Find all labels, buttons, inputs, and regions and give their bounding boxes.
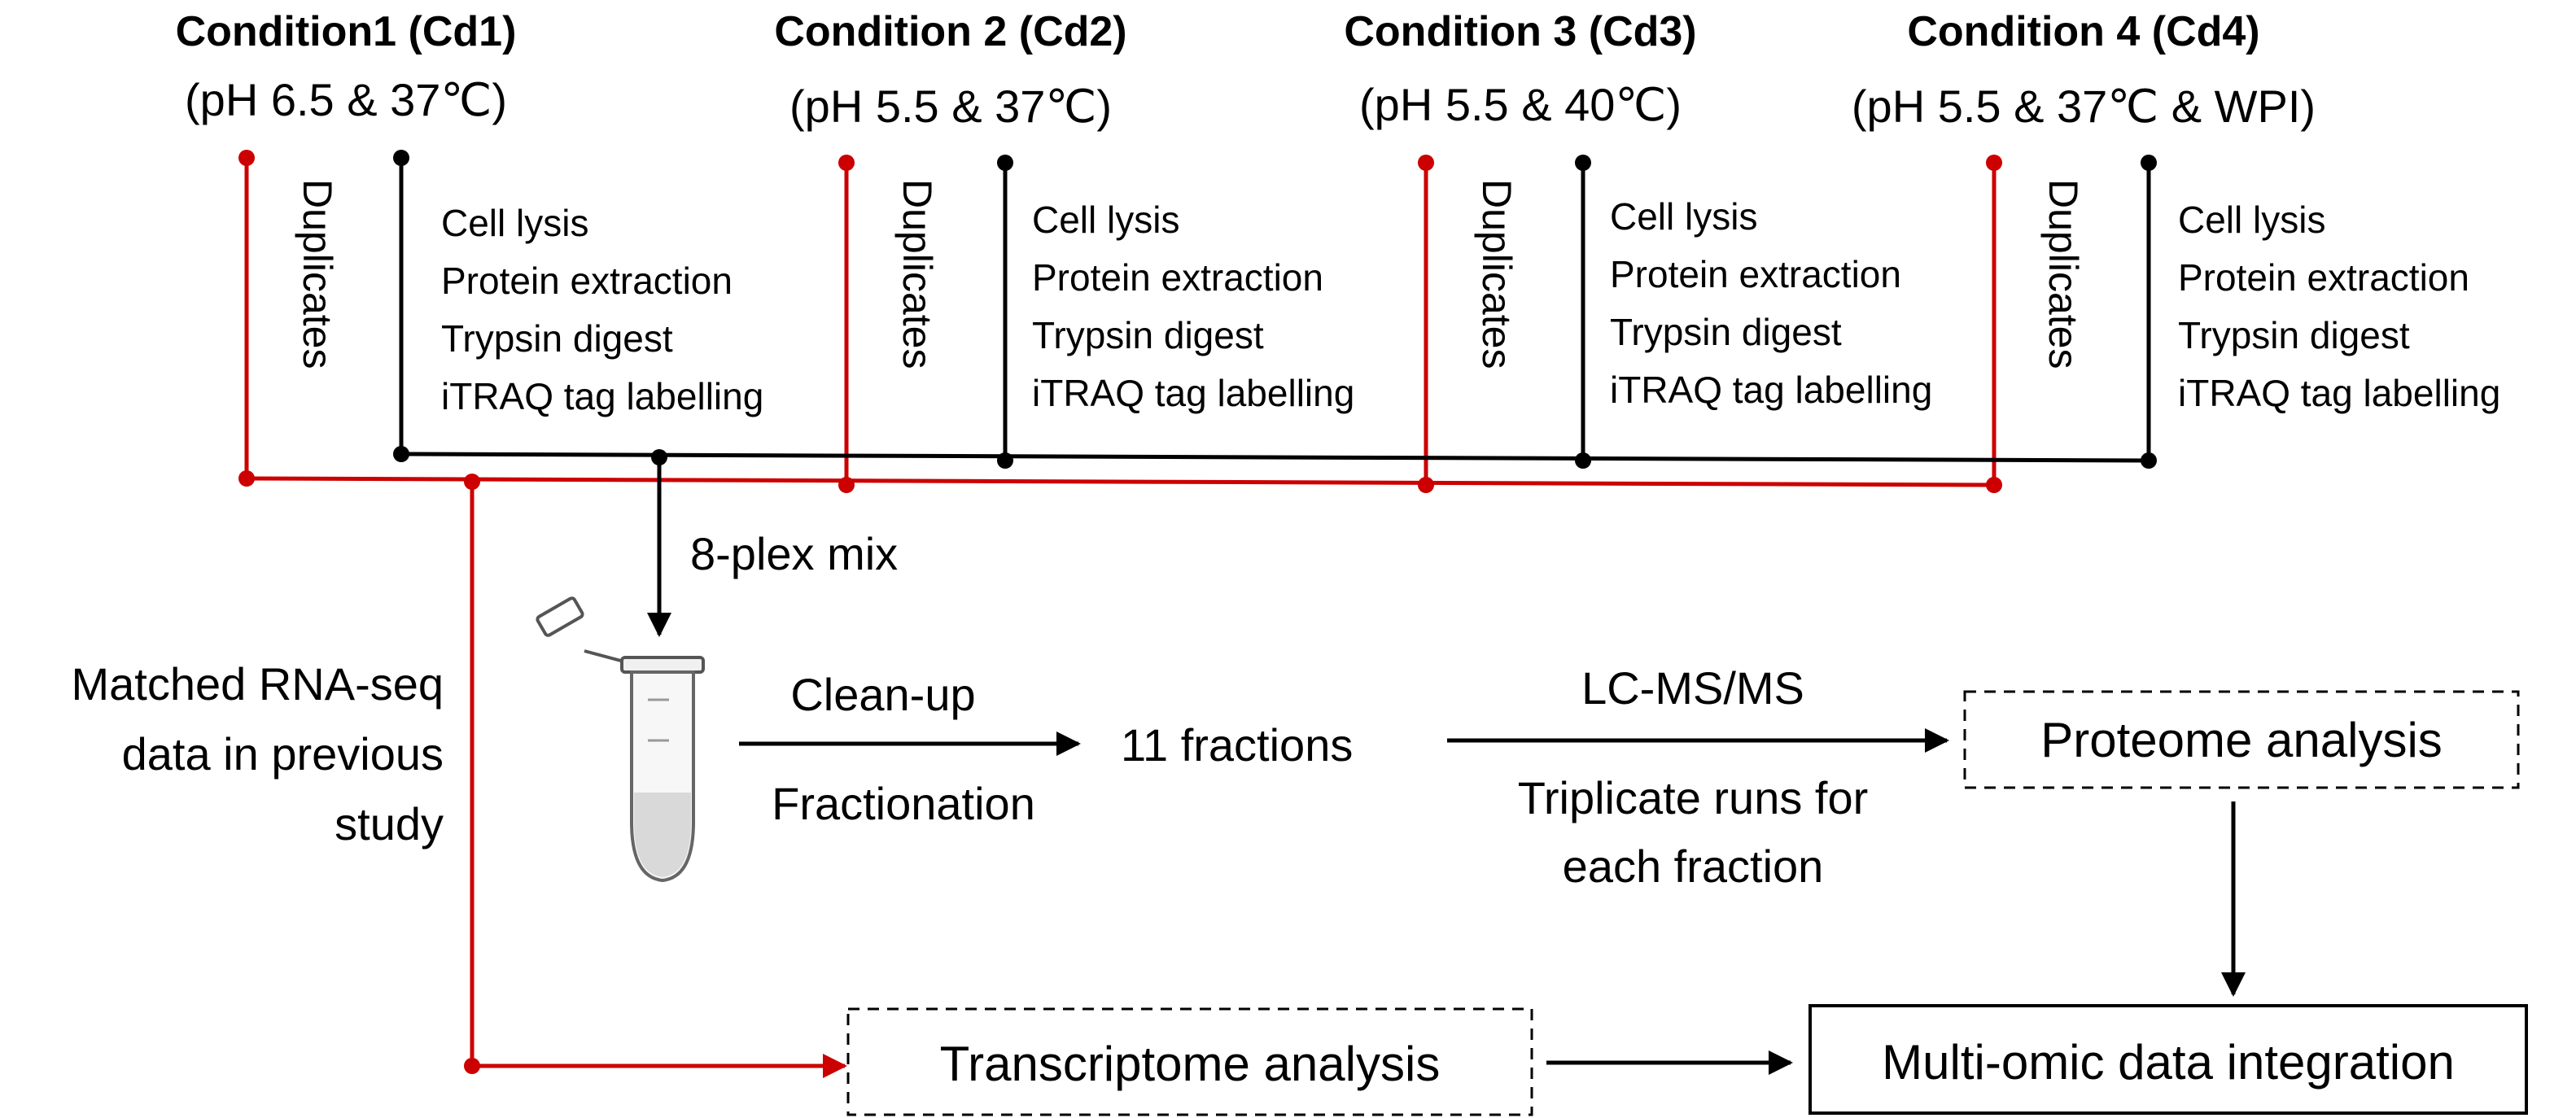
step-itraq-labelling: iTRAQ tag labelling	[2178, 372, 2500, 414]
steps-cd3: Cell lysis Protein extraction Trypsin di…	[1610, 195, 1932, 411]
step-protein-extraction: Protein extraction	[1032, 256, 1323, 299]
condition-1-subtitle: (pH 6.5 & 37℃)	[185, 74, 507, 125]
red-dot	[1986, 477, 2002, 493]
steps-cd1: Cell lysis Protein extraction Trypsin di…	[441, 202, 763, 417]
fractionation-label: Fractionation	[772, 778, 1035, 829]
duplicates-label-cd4: Duplicates	[2040, 179, 2086, 369]
step-protein-extraction: Protein extraction	[1610, 253, 1901, 295]
cleanup-label: Clean-up	[790, 669, 975, 720]
step-cell-lysis: Cell lysis	[1032, 199, 1179, 241]
red-dot	[838, 477, 855, 493]
red-dots	[238, 150, 2002, 1074]
lcms-label: LC-MS/MS	[1581, 662, 1804, 714]
black-dot	[2141, 155, 2157, 171]
mix-label: 8-plex mix	[690, 528, 898, 579]
condition-4-header: Condition 4 (Cd4) (pH 5.5 & 37℃ & WPI)	[1852, 8, 2316, 132]
condition-3-title: Condition 3 (Cd3)	[1344, 8, 1696, 55]
black-dot	[651, 449, 667, 465]
black-dot	[393, 150, 409, 166]
black-dot	[1575, 155, 1591, 171]
black-dot	[1575, 452, 1591, 469]
condition-2-header: Condition 2 (Cd2) (pH 5.5 & 37℃)	[774, 8, 1126, 132]
red-dot	[464, 1058, 480, 1074]
transcriptome-box-label: Transcriptome analysis	[940, 1037, 1441, 1091]
red-dot	[1986, 155, 2002, 171]
step-itraq-labelling: iTRAQ tag labelling	[1032, 372, 1354, 414]
red-horizontal-bus	[246, 476, 1995, 487]
integration-box-label: Multi-omic data integration	[1882, 1035, 2455, 1090]
fractions-label: 11 fractions	[1121, 719, 1353, 771]
step-trypsin-digest: Trypsin digest	[1610, 311, 1842, 353]
condition-1-title: Condition1 (Cd1)	[176, 8, 517, 55]
step-protein-extraction: Protein extraction	[441, 260, 733, 302]
red-dot	[464, 474, 480, 490]
steps-cd4: Cell lysis Protein extraction Trypsin di…	[2178, 199, 2500, 414]
integration-box	[1808, 1004, 2528, 1115]
red-dot	[1418, 477, 1434, 493]
condition-2-title: Condition 2 (Cd2)	[774, 8, 1126, 55]
red-duplicate-lines	[244, 158, 1997, 1078]
black-dot	[2141, 452, 2157, 469]
step-trypsin-digest: Trypsin digest	[2178, 314, 2410, 356]
step-protein-extraction: Protein extraction	[2178, 256, 2469, 299]
rnaseq-line-2: data in previous	[122, 728, 444, 780]
duplicates-label-cd2: Duplicates	[894, 179, 940, 369]
proteome-box-label: Proteome analysis	[2040, 713, 2443, 767]
condition-2-subtitle: (pH 5.5 & 37℃)	[789, 81, 1112, 132]
transcriptome-box	[846, 1007, 1533, 1116]
step-cell-lysis: Cell lysis	[2178, 199, 2325, 241]
red-dot	[838, 155, 855, 171]
red-dot	[238, 470, 255, 487]
duplicates-label-cd3: Duplicates	[1474, 179, 1520, 369]
black-processing-lines	[399, 158, 2151, 637]
triplicate-line-2: each fraction	[1563, 841, 1824, 892]
condition-3-subtitle: (pH 5.5 & 40℃)	[1359, 79, 1682, 130]
step-cell-lysis: Cell lysis	[441, 202, 588, 244]
red-dot	[1418, 155, 1434, 171]
black-horizontal-bus	[400, 452, 2150, 463]
black-dot	[393, 446, 409, 462]
rnaseq-label: Matched RNA-seq data in previous study	[71, 658, 444, 849]
red-dot	[238, 150, 255, 166]
step-trypsin-digest: Trypsin digest	[441, 317, 673, 360]
rnaseq-line-1: Matched RNA-seq	[71, 658, 444, 710]
proteome-box	[1963, 690, 2520, 789]
condition-1-header: Condition1 (Cd1) (pH 6.5 & 37℃)	[176, 8, 517, 125]
condition-3-header: Condition 3 (Cd3) (pH 5.5 & 40℃)	[1344, 8, 1696, 130]
duplicates-label-cd1: Duplicates	[295, 179, 340, 369]
rnaseq-line-3: study	[335, 798, 444, 849]
black-dot	[997, 452, 1013, 469]
triplicate-line-1: Triplicate runs for	[1518, 772, 1869, 823]
step-cell-lysis: Cell lysis	[1610, 195, 1757, 238]
test-tube-icon	[536, 596, 705, 883]
black-dots	[393, 150, 2157, 469]
condition-4-title: Condition 4 (Cd4)	[1907, 8, 2259, 55]
black-dot	[997, 155, 1013, 171]
condition-4-subtitle: (pH 5.5 & 37℃ & WPI)	[1852, 81, 2316, 132]
step-itraq-labelling: iTRAQ tag labelling	[1610, 369, 1932, 411]
step-itraq-labelling: iTRAQ tag labelling	[441, 375, 763, 417]
steps-cd2: Cell lysis Protein extraction Trypsin di…	[1032, 199, 1354, 414]
step-trypsin-digest: Trypsin digest	[1032, 314, 1264, 356]
